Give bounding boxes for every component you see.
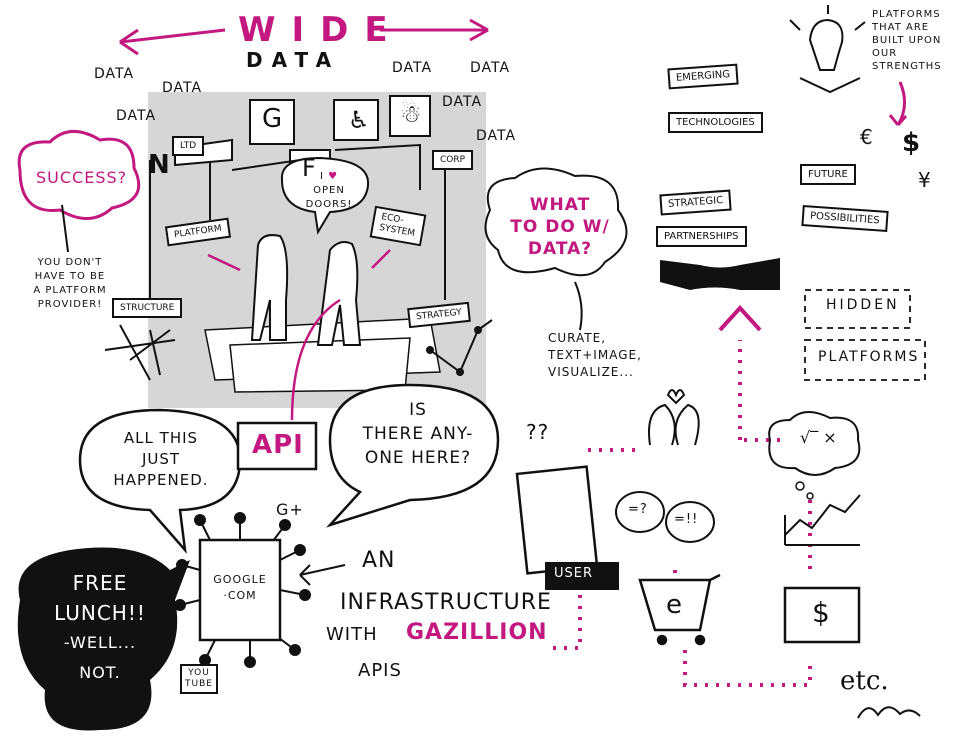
network-sketch-left [104, 324, 176, 381]
data-title: DATA [246, 48, 341, 72]
bulb-arrow [888, 81, 908, 126]
dollar-sign-icon: $ [902, 128, 921, 158]
anyone-bubble [325, 383, 500, 528]
api-box [236, 421, 318, 471]
network-sketch-right [426, 319, 493, 376]
hidden-text: HIDDEN [826, 297, 900, 313]
kiss-faces [648, 389, 700, 446]
infra-an: AN [362, 548, 396, 573]
gplus-label: G+ [276, 500, 304, 519]
partnerships-label: PARTNERSHIPS [656, 226, 747, 247]
q1-text: =? [628, 502, 648, 517]
dollar-box [783, 586, 861, 644]
google-logo-icon: G [262, 104, 284, 134]
dollar-icon: $ [812, 596, 830, 629]
ltd-label: LTD [172, 136, 205, 156]
what-to-do-cloud [484, 167, 628, 277]
etc-text: etc. [840, 666, 889, 696]
yen-icon: ¥ [918, 168, 931, 192]
scene-arrows [207, 249, 391, 421]
data-word: DATA [470, 60, 511, 76]
happened-text: ALL THIS JUST HAPPENED. [113, 429, 209, 489]
api-label: API [252, 430, 304, 460]
lightbulb-icon [789, 5, 866, 94]
open-doors-bubble [280, 156, 370, 235]
success-cloud [17, 130, 141, 220]
figures [250, 234, 362, 346]
free-lunch-blob [17, 547, 191, 731]
corp-label: CORP [432, 150, 474, 170]
platforms-box [804, 339, 926, 381]
platforms-text: PLATFORMS [818, 349, 920, 365]
platform-provider-note: YOU DON'T HAVE TO BE A PLATFORM PROVIDER… [33, 257, 107, 310]
android-icon: ☃ [400, 100, 422, 128]
trend-line [784, 494, 861, 536]
euro-icon: € [860, 125, 873, 149]
future-label: FUTURE [800, 164, 856, 185]
infra-apis: APIS [358, 660, 402, 681]
open-doors-text: I ♥ OPEN DOORS! [305, 171, 353, 210]
accessibility-icon: ♿ [348, 106, 370, 134]
data-word: DATA [94, 66, 135, 82]
youtube-label: YOU TUBE [180, 664, 218, 694]
heart-icon: ♥ [328, 171, 339, 182]
platforms-note: PLATFORMS THAT ARE BUILT UPON OUR STRENG… [872, 9, 942, 72]
network-logo-icon: N [148, 150, 171, 180]
user-label: USER [554, 566, 594, 581]
up-arrow [718, 305, 762, 332]
success-arrow [61, 204, 69, 253]
thought-cloud [768, 411, 861, 476]
data-word: DATA [476, 128, 517, 144]
signature-icon [857, 706, 921, 719]
infra-with: WITH [326, 624, 378, 645]
sqrt-icon: √‾ × [800, 428, 837, 447]
success-text: SUCCESS? [36, 168, 128, 187]
google-com-label: GOOGLE ·COM [213, 573, 267, 602]
q2-text: =!! [674, 512, 699, 527]
question-marks: ?? [526, 420, 550, 444]
data-word: DATA [442, 94, 483, 110]
handshake-icon [660, 258, 780, 290]
facebook-logo-icon: f [302, 154, 317, 182]
wide-title: WIDE [238, 10, 404, 50]
question-bubbles [615, 491, 715, 543]
user-label-bg [545, 562, 619, 590]
data-word: DATA [392, 60, 433, 76]
data-word: DATA [116, 108, 157, 124]
user-figure [515, 465, 599, 575]
cart [638, 573, 721, 646]
cart-e-icon: e [666, 590, 682, 620]
wide-arrow-right [380, 18, 489, 42]
hidden-box [804, 289, 911, 329]
curate-note: CURATE, TEXT+IMAGE, VISUALIZE... [548, 331, 642, 379]
what-to-do-text: WHAT TO DO W/ DATA? [510, 195, 610, 259]
free-lunch-text: FREE LUNCH!! -WELL... NOT. [54, 571, 146, 682]
floor-sheets [204, 317, 441, 393]
data-word: DATA [162, 80, 203, 96]
technologies-label: TECHNOLOGIES [668, 112, 763, 133]
wide-arrow-left [119, 28, 226, 56]
infra-line1: INFRASTRUCTURE [340, 590, 552, 615]
structure-label: STRUCTURE [112, 298, 183, 318]
anyone-text: IS THERE ANY- ONE HERE? [362, 400, 474, 468]
infra-gazillion: GAZILLION [406, 620, 548, 645]
google-chip-body [198, 538, 282, 642]
